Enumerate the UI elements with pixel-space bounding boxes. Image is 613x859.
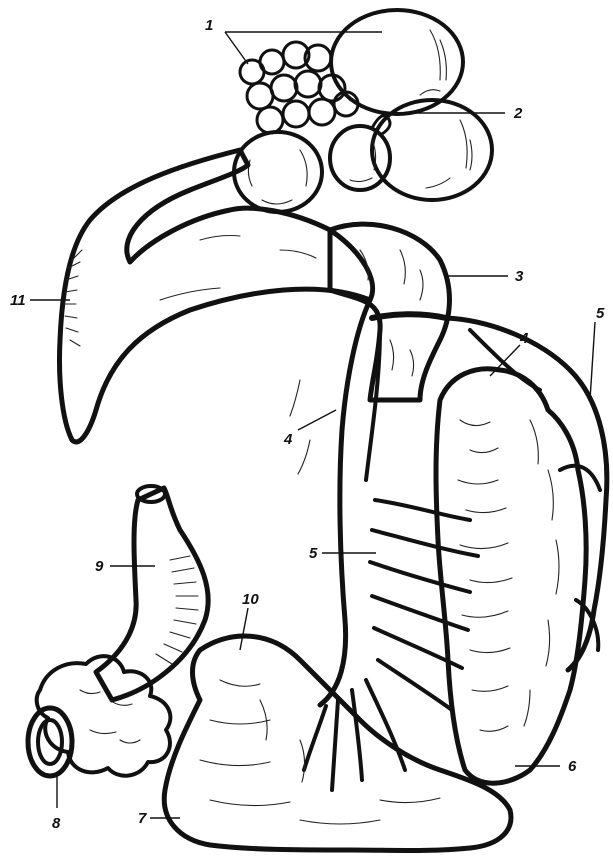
mesentery <box>290 300 478 790</box>
label-7: 7 <box>138 810 147 827</box>
large-spheres <box>234 10 492 212</box>
label-6: 6 <box>568 758 577 775</box>
label-5-middle: 5 <box>309 545 318 562</box>
label-2: 2 <box>513 105 523 122</box>
label-3: 3 <box>515 268 524 285</box>
label-4-left: 4 <box>283 431 293 448</box>
label-8: 8 <box>52 815 61 832</box>
label-1: 1 <box>205 17 213 34</box>
label-9: 9 <box>95 558 104 575</box>
label-11: 11 <box>10 292 26 309</box>
bulky-segment <box>436 369 586 783</box>
label-10: 10 <box>242 591 259 608</box>
upper-loop <box>60 150 373 442</box>
label-4-right: 4 <box>519 330 529 347</box>
label-5-right: 5 <box>596 305 605 322</box>
